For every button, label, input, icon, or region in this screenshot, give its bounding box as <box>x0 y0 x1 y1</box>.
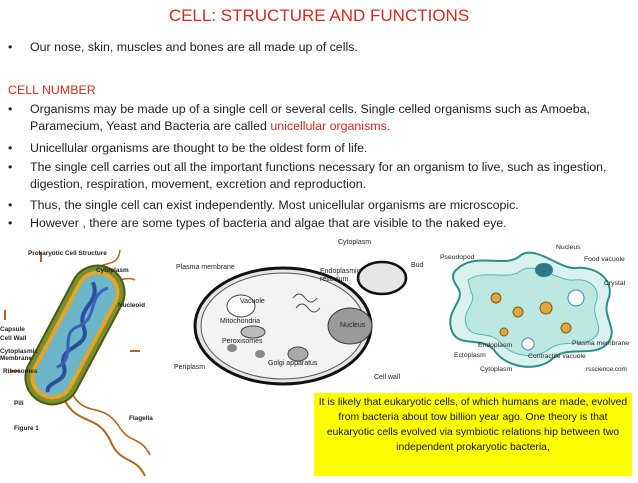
amoeba-crystal-label: Crystal <box>604 280 626 287</box>
prokaryote-figure: Prokaryotic Cell Structure Cytoplasm Nuc… <box>0 240 165 478</box>
bullet-3-text: The single cell carries out all the impo… <box>30 160 607 191</box>
prokaryote-figure-label: Figure 1 <box>14 425 39 432</box>
bullet-dot: • <box>8 198 13 212</box>
prokaryote-membrane-label: Cytoplasmic Membrane <box>0 348 39 362</box>
amoeba-food-vacuole-label: Food vacuole <box>584 256 625 263</box>
prokaryote-capsule-label: Capsule <box>0 326 25 333</box>
amoeba-credit: rsscience.com <box>586 366 627 373</box>
amoeba-endoplasm-label: Endoplasm <box>478 342 513 349</box>
prokaryote-title: Prokaryotic Cell Structure <box>28 250 107 257</box>
yeast-plasma-membrane-label: Plasma membrane <box>176 264 235 271</box>
prokaryote-nucleoid-label: Nucleoid <box>118 302 145 309</box>
yeast-vacuole-label: Vacuole <box>240 298 265 305</box>
prokaryote-illustration <box>4 249 151 477</box>
bullet-1-text: Organisms may be made up of a single cel… <box>30 101 620 135</box>
bullet-2-text: Unicellular organisms are thought to be … <box>30 141 368 155</box>
amoeba-cytoplasm-label: Cytoplasm <box>480 366 513 373</box>
bullet-dot: • <box>8 160 13 174</box>
amoeba-ectoplasm-label: Ectoplasm <box>454 352 486 359</box>
amoeba-plasma-membrane-label: Plasma membrane <box>572 340 630 347</box>
prokaryote-cell-wall-label: Cell Wall <box>0 335 27 342</box>
bullet-5-text: However , there are some types of bacter… <box>30 216 507 230</box>
yeast-bud-label: Bud <box>411 262 424 269</box>
yeast-cytoplasm-label: Cytoplasm <box>338 239 372 246</box>
bullet-dot: • <box>8 141 13 155</box>
yeast-nucleus-label: Nucleus <box>340 322 366 329</box>
bullet-1-highlight: unicellular organisms. <box>270 119 391 133</box>
yeast-illustration <box>193 260 408 386</box>
yeast-peroxisomes-label: Peroxisomes <box>222 338 263 345</box>
bullet-1-main: Organisms may be made up of a single cel… <box>30 102 590 133</box>
amoeba-figure: Pseudopod Nucleus Food vacuole Crystal E… <box>436 240 636 380</box>
section-heading: CELL NUMBER <box>8 83 96 97</box>
bullet-dot: • <box>8 40 13 54</box>
yeast-golgi-label: Golgi apparatus <box>268 360 318 367</box>
bullet-dot: • <box>8 102 13 116</box>
yeast-periplasm-label: Periplasm <box>174 364 206 371</box>
amoeba-illustration <box>449 251 613 368</box>
amoeba-pseudopod-label: Pseudopod <box>440 254 475 261</box>
prokaryote-cytoplasm-label: Cytoplasm <box>96 267 129 274</box>
yeast-mitochondria-label: Mitochondria <box>220 318 261 325</box>
amoeba-nucleus-label: Nucleus <box>556 244 581 251</box>
prokaryote-flagella-label: Flagella <box>129 415 153 422</box>
amoeba-contractile-vacuole-label: Contractile vacuole <box>528 353 586 360</box>
prokaryote-ribosomes-label: Ribosomes <box>3 368 38 375</box>
page-title: CELL: STRUCTURE AND FUNCTIONS <box>168 6 470 25</box>
intro-text: Our nose, skin, muscles and bones are al… <box>30 40 358 54</box>
info-note: It is likely that eukaryotic cells, of w… <box>314 393 632 476</box>
bullet-dot: • <box>8 216 13 230</box>
prokaryote-pili-label: Pili <box>14 400 24 407</box>
yeast-figure: Cytoplasm Bud Plasma membrane Endoplasmi… <box>168 236 430 388</box>
yeast-cell-wall-label: Cell wall <box>374 374 401 381</box>
bullet-4-text: Thus, the single cell can exist independ… <box>30 198 519 212</box>
yeast-er-label: Endoplasmic reticulum <box>320 268 361 283</box>
